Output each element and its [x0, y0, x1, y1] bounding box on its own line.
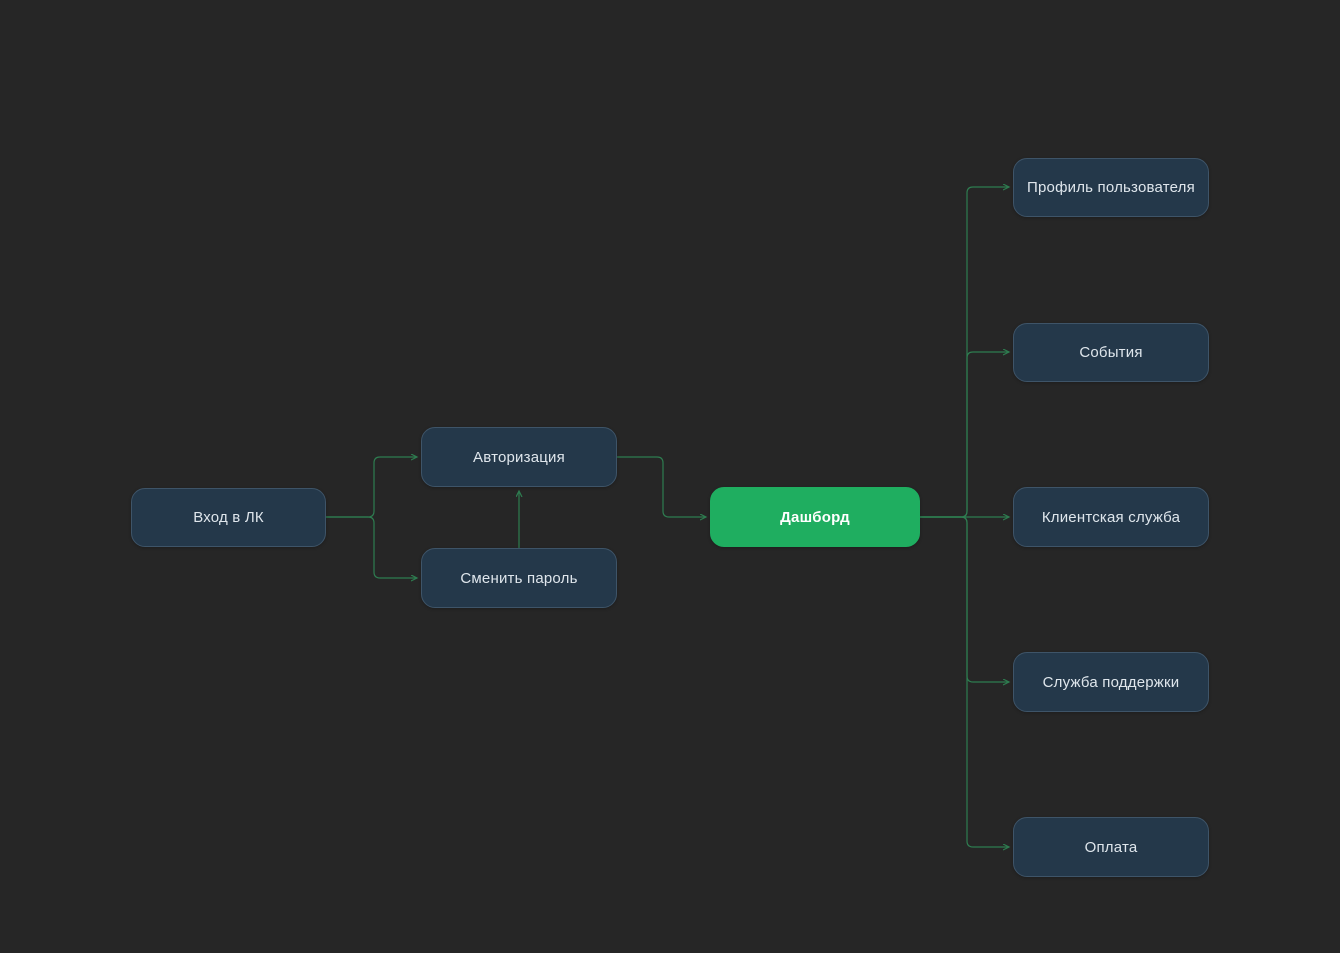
- node-login-lk[interactable]: Вход в ЛК: [131, 488, 326, 547]
- node-login-lk-label: Вход в ЛК: [193, 509, 264, 526]
- node-support-service[interactable]: Служба поддержки: [1013, 652, 1209, 712]
- node-client-service-label: Клиентская служба: [1041, 508, 1181, 526]
- node-user-profile-label: Профиль пользователя: [1027, 179, 1195, 196]
- connector-auth-dash: [617, 456, 706, 517]
- node-events[interactable]: События: [1013, 323, 1209, 382]
- connector-dash-support: [920, 516, 1009, 682]
- connector-login-passwd: [326, 516, 417, 578]
- connector-dash-payment: [920, 516, 1009, 847]
- node-change-password[interactable]: Сменить пароль: [421, 548, 617, 608]
- node-change-password-label: Сменить пароль: [460, 569, 578, 587]
- node-authorization[interactable]: Авторизация: [421, 427, 617, 487]
- node-authorization-label: Авторизация: [473, 448, 565, 466]
- connector-dash-events: [920, 352, 1009, 518]
- node-payment[interactable]: Оплата: [1013, 817, 1209, 877]
- connector-dash-profile: [920, 187, 1009, 518]
- node-user-profile[interactable]: Профиль пользователя: [1013, 158, 1209, 217]
- node-dashboard[interactable]: Дашборд: [710, 487, 920, 547]
- node-dashboard-label: Дашборд: [780, 508, 850, 526]
- node-payment-label: Оплата: [1084, 838, 1138, 856]
- node-support-service-label: Служба поддержки: [1042, 673, 1180, 691]
- connector-login-auth: [326, 457, 417, 518]
- node-client-service[interactable]: Клиентская служба: [1013, 487, 1209, 547]
- node-events-label: События: [1079, 344, 1143, 361]
